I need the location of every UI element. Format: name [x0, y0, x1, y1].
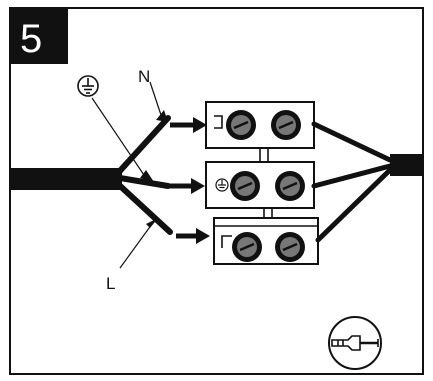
earth-terminal-marker-icon	[215, 178, 229, 192]
terminal-block-neutral	[205, 101, 315, 149]
screw-slot	[282, 242, 298, 252]
earth-insert-arrowhead	[191, 178, 205, 194]
screw-slot	[237, 181, 253, 191]
step-badge: 5	[10, 8, 68, 64]
neutral-callout-arrow	[156, 110, 168, 122]
earth-callout-arrow	[140, 170, 154, 182]
screw-terminal	[230, 171, 260, 201]
main-cable-right	[390, 154, 423, 176]
screw-terminal	[232, 232, 262, 262]
input-wires	[115, 115, 173, 235]
earth-callout	[91, 97, 147, 179]
neutral-callout	[149, 81, 163, 119]
neutral-output-wire	[311, 121, 393, 163]
neutral-label: N	[138, 67, 150, 86]
step-number: 5	[20, 17, 42, 61]
neutral-terminal-marker	[214, 115, 223, 129]
live-wire	[115, 181, 173, 235]
insertion-arrows	[170, 122, 198, 239]
screw-slot	[233, 120, 249, 130]
callout-lines	[91, 81, 163, 269]
screw-slot	[239, 242, 255, 252]
screw-slot	[282, 181, 298, 191]
screw-slot	[278, 120, 294, 130]
output-wires	[311, 121, 393, 243]
terminal-block-live	[213, 217, 319, 265]
live-callout-arrow	[146, 218, 158, 228]
live-terminal-marker	[221, 235, 232, 248]
neutral-insert-arrowhead	[193, 117, 207, 133]
screwdriver-icon	[328, 316, 382, 370]
screw-terminal	[226, 110, 256, 140]
block-links	[259, 148, 273, 218]
screw-terminal	[275, 171, 305, 201]
terminal-block-earth	[205, 161, 315, 209]
earth-ground-icon	[77, 75, 99, 97]
callout-arrowheads	[140, 110, 168, 228]
live-label: L	[106, 274, 115, 293]
live-output-wire	[315, 167, 393, 243]
screw-terminal	[271, 110, 301, 140]
insertion-arrowheads	[191, 117, 210, 244]
live-insert-arrowhead	[196, 228, 210, 244]
screw-terminal	[275, 232, 305, 262]
live-callout	[119, 223, 153, 269]
earth-output-wire	[311, 163, 393, 189]
step-badge-background	[10, 8, 68, 64]
neutral-wire	[115, 115, 171, 176]
diagram-frame	[9, 7, 424, 375]
earth-wire	[117, 175, 171, 189]
main-cable-left	[10, 168, 122, 190]
